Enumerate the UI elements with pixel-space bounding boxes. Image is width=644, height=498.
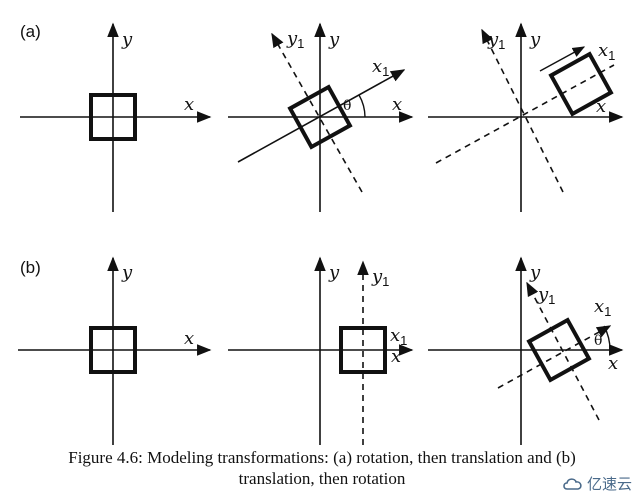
translation-arrow <box>539 46 586 72</box>
x-axis-label: x <box>184 94 194 115</box>
panel-b1: x y <box>18 256 212 445</box>
theta-arc <box>603 325 611 351</box>
watermark-text: 亿速云 <box>586 475 632 493</box>
y1-axis-dashed <box>481 28 564 193</box>
theta-label: θ <box>343 98 351 114</box>
x-axis-label: x <box>596 96 606 117</box>
panel-a2: θ x y x1 y1 <box>228 22 414 212</box>
row-label-a: (a) <box>20 22 41 41</box>
caption-line-1: Figure 4.6: Modeling transformations: (a… <box>68 448 576 467</box>
square <box>89 93 137 141</box>
panel-a3: x y x1 y1 <box>428 22 624 212</box>
rotated-square <box>287 84 353 150</box>
transformation-diagram: (a) (b) x y θ x y x1 y1 x y x1 y1 <box>18 22 624 445</box>
y1-axis-label: y1 <box>487 29 505 52</box>
y-axis-label: y <box>529 29 541 50</box>
y1-axis-label: y1 <box>286 28 304 51</box>
x-axis-label: x <box>391 346 401 367</box>
theta-label: θ <box>594 333 602 349</box>
theta-arc <box>358 94 366 118</box>
y-axis-label: y <box>121 262 133 283</box>
moved-square <box>548 51 614 117</box>
x1-axis-label: x1 <box>594 296 611 319</box>
x1-axis-label: x1 <box>372 56 389 79</box>
square <box>89 326 137 374</box>
translated-square <box>339 326 387 374</box>
x-axis-label: x <box>392 94 402 115</box>
figure-caption: Figure 4.6: Modeling transformations: (a… <box>0 447 644 489</box>
panel-a1: x y <box>20 22 212 212</box>
rotated-square <box>526 317 592 383</box>
x-axis-label: x <box>608 353 618 374</box>
x1-axis-label: x1 <box>598 40 615 63</box>
y-axis-label: y <box>328 262 340 283</box>
y1-axis-dashed <box>271 32 363 193</box>
y-axis-label: y <box>529 262 541 283</box>
y-axis-label: y <box>328 29 340 50</box>
panel-b3: θ x y x1 y1 <box>428 256 624 445</box>
y1-axis-label: y1 <box>371 266 389 289</box>
x-axis-label: x <box>184 328 194 349</box>
y-axis-label: y <box>121 29 133 50</box>
x1-axis-dashed <box>435 64 615 164</box>
panel-b2: x y x1 y1 <box>228 256 414 445</box>
row-label-b: (b) <box>20 258 41 277</box>
caption-line-2: translation, then rotation <box>238 469 406 488</box>
x1-axis-label: x1 <box>390 325 407 348</box>
y1-axis-dashed <box>526 281 600 421</box>
y1-axis-label: y1 <box>537 284 555 307</box>
watermark: 亿速云 <box>562 473 632 494</box>
x1-axis <box>237 69 406 163</box>
cloud-logo-icon <box>563 477 582 490</box>
